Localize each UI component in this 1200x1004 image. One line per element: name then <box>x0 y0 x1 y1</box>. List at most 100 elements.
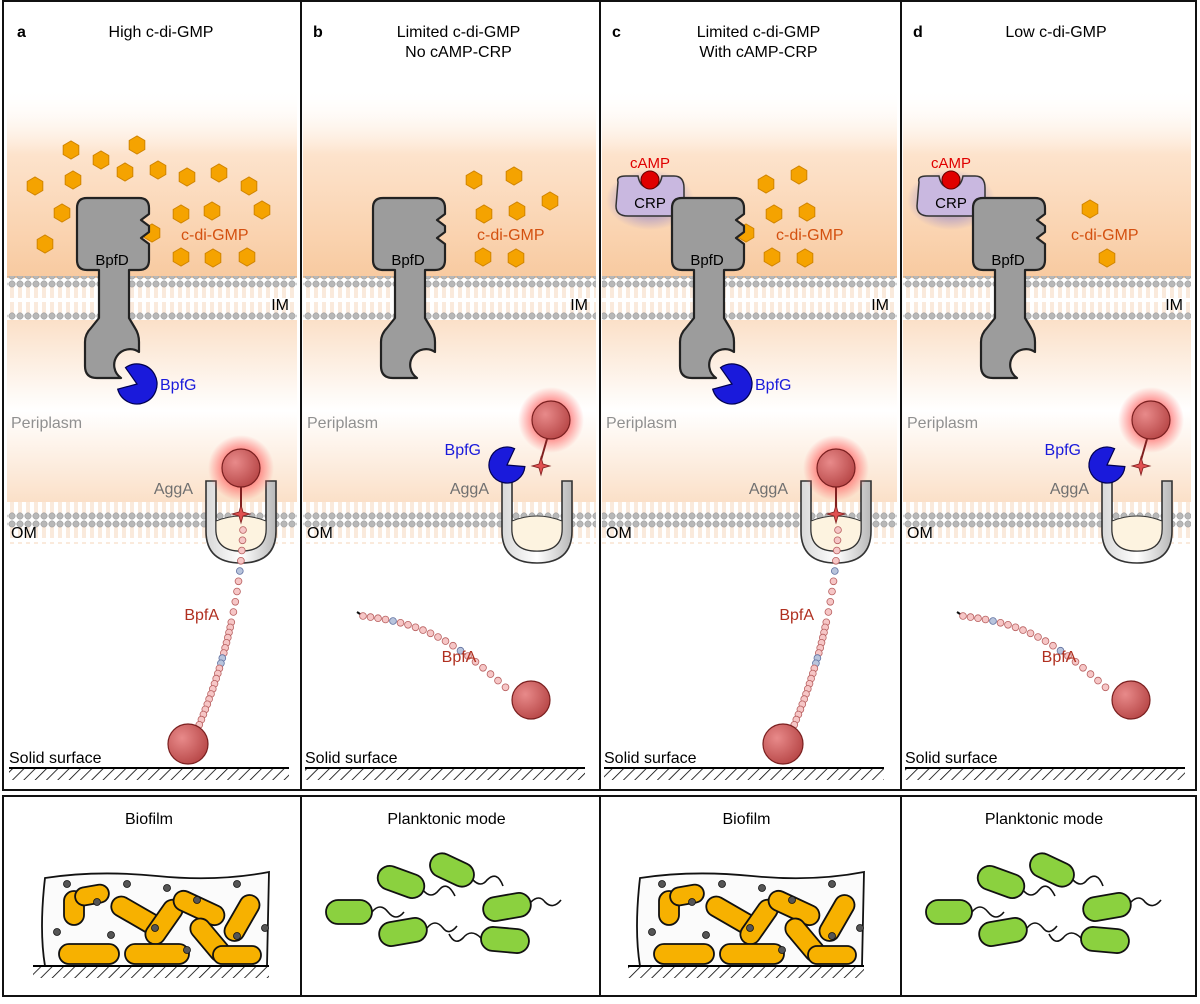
lifestyle-d: Planktonic mode <box>925 811 1162 954</box>
bpfa-bead <box>238 536 247 545</box>
cdigmp-label: c-di-GMP <box>181 227 249 244</box>
cdigmp-molecule <box>149 160 167 180</box>
lifestyle-label: Biofilm <box>125 811 173 828</box>
cdigmp-molecule <box>92 150 110 170</box>
eps-particle <box>828 932 836 940</box>
im-label: IM <box>271 297 289 314</box>
cdigmp-molecule <box>172 247 190 267</box>
bacterial-cell <box>818 894 856 942</box>
bacterial-cell <box>482 892 532 922</box>
bpfa-head-bead <box>1131 400 1171 440</box>
cdigmp-molecule <box>203 201 221 221</box>
bpfg-label: BpfG <box>755 377 791 394</box>
bpfa-bead <box>989 617 997 625</box>
bacterial-cell <box>925 899 973 925</box>
bpfg-label: BpfG <box>445 442 481 459</box>
bpfg-protein <box>488 446 526 484</box>
bpfa-head-bead <box>221 448 261 488</box>
eps-particle <box>746 924 754 932</box>
lifestyle-b: Planktonic mode <box>325 811 562 954</box>
bpfa-bead <box>239 526 247 534</box>
bpfd-label: BpfD <box>95 252 129 269</box>
bpfa-bead <box>1034 633 1042 641</box>
flagellum <box>1130 897 1162 907</box>
panel-letter: b <box>313 24 323 41</box>
panel-letter: a <box>17 24 26 41</box>
bpfa-bead <box>501 683 510 692</box>
lifestyle-label: Biofilm <box>722 811 770 828</box>
crp-label: CRP <box>935 195 967 212</box>
bacterial-cell <box>978 917 1028 947</box>
bpfa-bead <box>824 608 833 616</box>
bpfd-protein <box>75 196 151 380</box>
eps-particle <box>828 880 836 888</box>
bpfa-bead <box>959 612 967 620</box>
flagellum <box>1072 875 1104 887</box>
bpfa-label: BpfA <box>442 649 477 666</box>
bacterial-cell <box>172 889 226 927</box>
bpfd-label: BpfD <box>391 252 425 269</box>
bacterial-cell <box>976 864 1026 900</box>
cdigmp-molecule <box>541 191 559 211</box>
bpfa-bead <box>1056 646 1065 655</box>
bpfa-chain <box>959 612 1110 692</box>
crp-protein <box>916 175 986 217</box>
cdigmp-molecule <box>508 201 526 221</box>
bpfa-chain <box>359 612 510 692</box>
camp-molecule <box>640 170 660 190</box>
bpfg-label: BpfG <box>160 377 196 394</box>
bpfa-chain <box>193 526 247 734</box>
cdigmp-molecule <box>757 174 775 194</box>
eps-particle <box>163 884 171 892</box>
lifestyle-label: Planktonic mode <box>985 811 1103 828</box>
bpfa-bead <box>829 577 838 586</box>
bpfd-protein <box>371 196 447 380</box>
camp-label: cAMP <box>630 155 670 172</box>
bacterial-cell <box>124 943 190 965</box>
bacterial-cell <box>1082 892 1132 922</box>
bpfa-bead <box>396 618 405 627</box>
eps-particle <box>123 880 131 888</box>
bpfg-protein <box>711 363 753 405</box>
bpfa-bead <box>381 615 390 624</box>
bpfa-bead <box>449 641 457 650</box>
flagellum <box>530 897 562 907</box>
cdigmp-label: c-di-GMP <box>477 227 545 244</box>
bpfa-bead <box>966 613 975 621</box>
bpfa-bead <box>1026 629 1035 638</box>
eps-particle <box>788 896 796 904</box>
cdigmp-molecule <box>26 176 44 196</box>
cdigmp-molecule <box>36 234 54 254</box>
bpfa-bead <box>1019 626 1027 634</box>
eps-particle <box>151 924 159 932</box>
inner-membrane <box>303 276 596 320</box>
bpfd-label: BpfD <box>991 252 1025 269</box>
bpfa-bead <box>1086 670 1095 678</box>
bpfa-bead <box>974 614 982 622</box>
eps-particle <box>688 898 696 906</box>
eps-particle <box>233 932 241 940</box>
bacterial-cell <box>807 945 857 965</box>
flagellum <box>426 922 458 933</box>
bpfa-bead <box>1071 657 1080 666</box>
bpfa-bead <box>1041 637 1050 645</box>
cdigmp-molecule <box>763 247 781 267</box>
flagellum <box>448 932 482 942</box>
bpfa-chain <box>788 526 842 734</box>
bpfg-protein <box>116 363 158 405</box>
cdigmp-molecule <box>238 247 256 267</box>
periplasm-label: Periplasm <box>606 415 677 432</box>
panel-letter: d <box>913 24 923 41</box>
bpfa-bead <box>1094 676 1102 685</box>
bpfd-label: BpfD <box>690 252 724 269</box>
cleavage-site-icon <box>530 455 552 477</box>
cdigmp-label: c-di-GMP <box>776 227 844 244</box>
eps-particle <box>107 931 115 939</box>
agga-label: AggA <box>450 481 489 498</box>
bpfa-bead <box>830 567 839 575</box>
panel-title: High c-di-GMP <box>109 24 214 41</box>
bpfa-bead <box>411 623 420 632</box>
bacterial-cell <box>480 926 530 954</box>
